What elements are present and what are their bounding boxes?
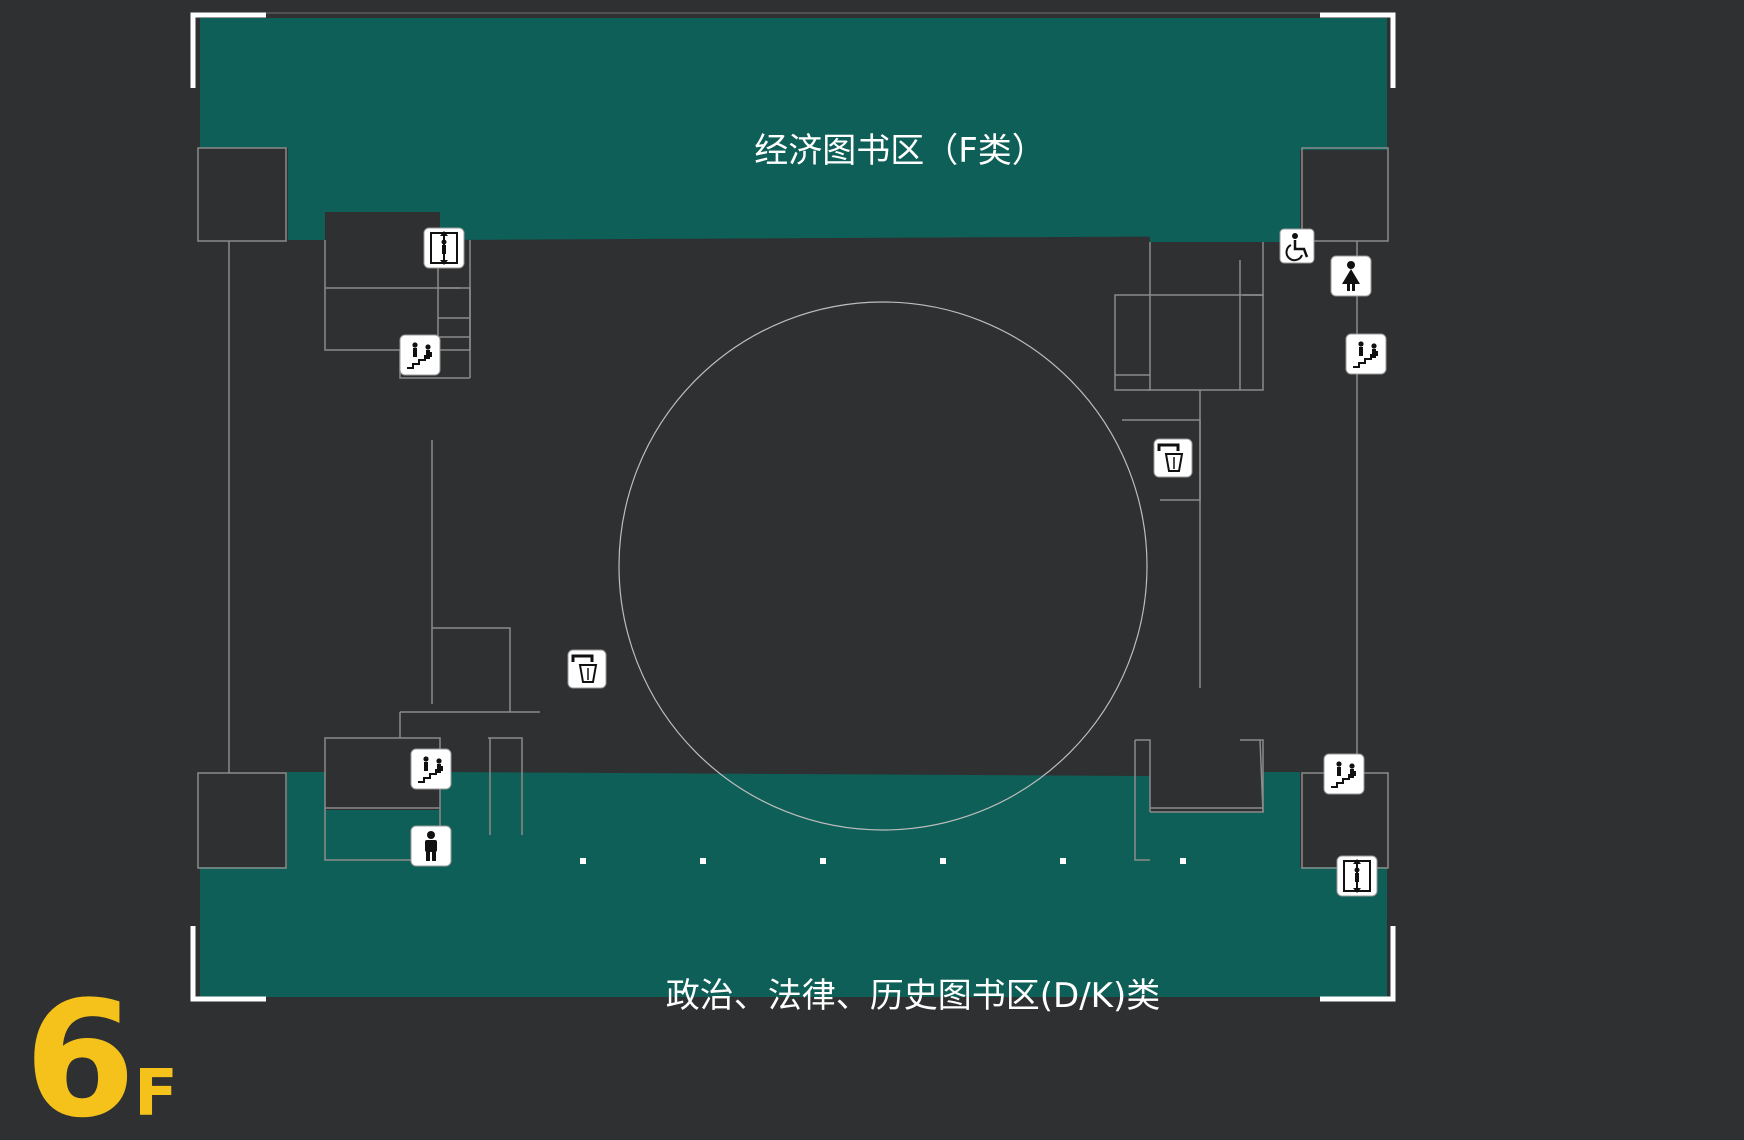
stairs-nw-icon[interactable] [399, 334, 441, 376]
building-walls [197, 147, 1389, 869]
politics-law-history-zone[interactable] [200, 772, 1387, 997]
water-dispenser-w-icon[interactable] [566, 648, 608, 690]
elevator-nw-icon[interactable] [423, 227, 465, 269]
wheelchair-icon[interactable] [1278, 227, 1316, 265]
elevator-se-icon[interactable] [1336, 855, 1378, 897]
economics-zone[interactable] [200, 18, 1387, 242]
stairs-sw-icon[interactable] [410, 748, 452, 790]
north-zone-label: 经济图书区（F类） [754, 131, 1046, 171]
central-atrium [618, 301, 1148, 831]
floor-suffix: F [134, 1057, 178, 1131]
stairs-se-icon[interactable] [1323, 753, 1365, 795]
female-restroom-icon[interactable] [1330, 255, 1372, 297]
door-marks [580, 858, 1186, 864]
south-zone-label: 政治、法律、历史图书区(D/K)类 [666, 976, 1160, 1016]
male-restroom-icon[interactable] [410, 825, 452, 867]
frame-corners [190, 12, 1396, 1002]
stairs-ne-icon[interactable] [1345, 333, 1387, 375]
water-dispenser-e-icon[interactable] [1152, 437, 1194, 479]
floor-number: 6 [24, 966, 135, 1140]
